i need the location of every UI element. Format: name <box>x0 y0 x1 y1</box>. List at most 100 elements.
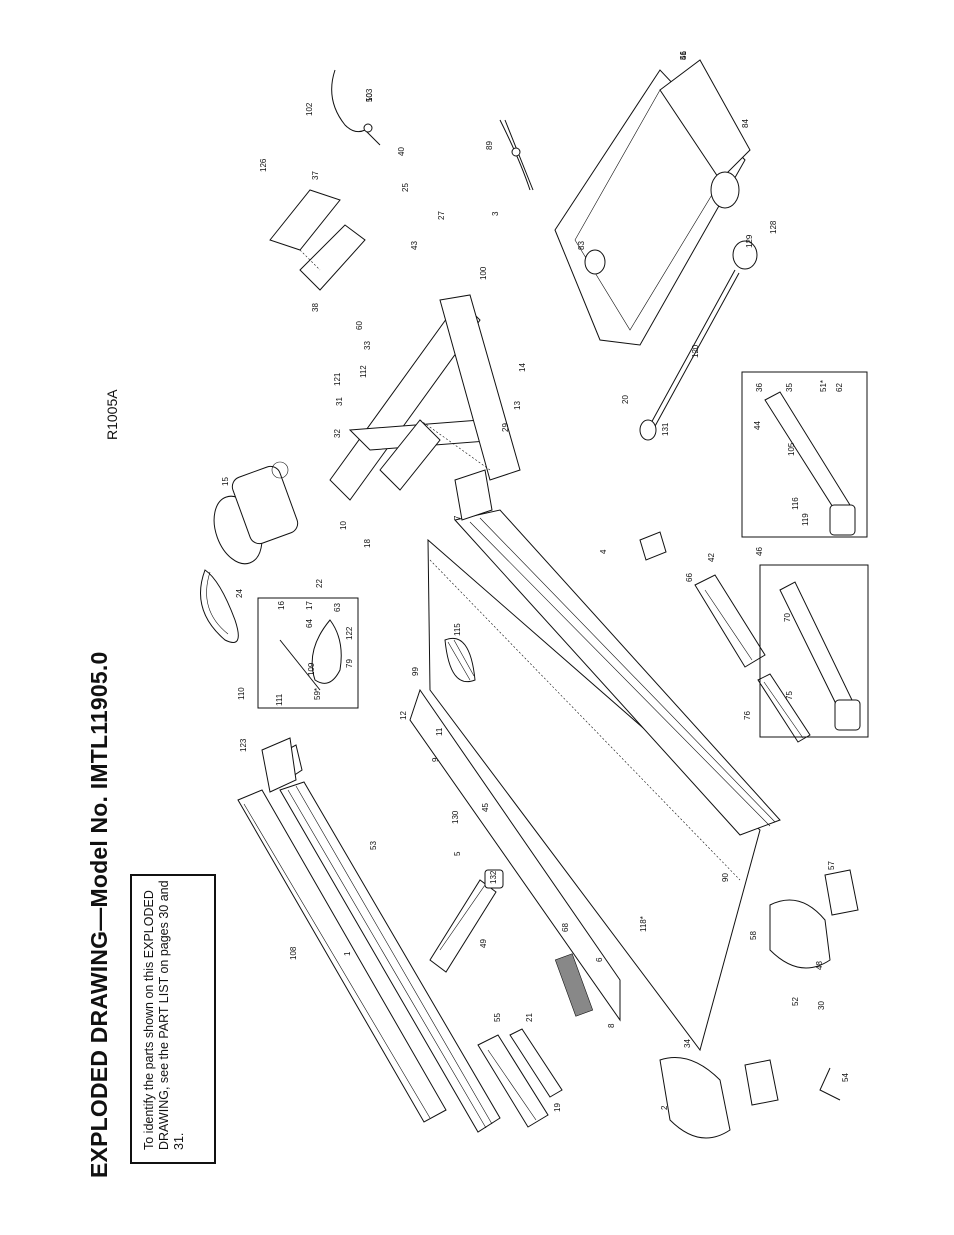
note-box <box>130 874 216 1164</box>
part-callout: 42 <box>707 553 716 562</box>
wire-harness <box>499 119 534 191</box>
part-callout: 13 <box>513 401 522 410</box>
part-callout: 126 <box>259 158 268 172</box>
part-callout: 108 <box>289 946 298 960</box>
part-callout: 129 <box>745 234 754 248</box>
part-callout: 5 <box>453 851 462 856</box>
part-callout: 49 <box>479 939 488 948</box>
part-callout: 8 <box>607 1023 616 1028</box>
part-callout: 68 <box>561 923 570 932</box>
front-roller <box>444 638 476 682</box>
part-callout: 76 <box>743 711 752 720</box>
part-callout: 20 <box>621 395 630 404</box>
part-callout: 21 <box>525 1013 534 1022</box>
part-callout: 24 <box>235 589 244 598</box>
part-callout: 55 <box>493 1013 502 1022</box>
part-callout: 15 <box>221 477 230 486</box>
part-callout: 121 <box>333 372 342 386</box>
part-callout: 75 <box>785 691 794 700</box>
part-callout: 1 <box>343 951 352 956</box>
part-callout: 120 <box>691 344 700 358</box>
part-callout: 51* <box>819 380 828 392</box>
part-callout: 36 <box>755 383 764 392</box>
inset-box-2 <box>741 371 868 538</box>
part-callout: 54 <box>841 1073 850 1082</box>
part-callout: 115 <box>453 623 462 636</box>
part-callout: 27 <box>437 211 446 220</box>
allen-wrench <box>819 1067 841 1101</box>
part-callout: 34 <box>683 1039 692 1048</box>
part-callout: 33 <box>363 341 372 350</box>
part-callout: 105 <box>787 442 796 456</box>
drive-belt <box>200 569 239 643</box>
power-cord <box>331 69 381 146</box>
part-callout: 109 <box>307 662 316 676</box>
part-callout: 118* <box>639 916 648 932</box>
part-callout: 48 <box>815 961 824 970</box>
part-callout: 3 <box>491 211 500 216</box>
part-callout: 60 <box>355 321 364 330</box>
part-callout: 122 <box>345 626 354 640</box>
part-callout: 14 <box>518 363 527 372</box>
part-callout: 59* <box>313 688 322 700</box>
part-callout: 66 <box>685 573 694 582</box>
part-callout: 103 <box>365 88 374 102</box>
part-callout: 10 <box>339 521 348 530</box>
frame <box>329 294 521 501</box>
part-callout: 12 <box>399 711 408 720</box>
part-callout: 46 <box>755 547 764 556</box>
part-callout: 50 <box>365 93 374 102</box>
part-callout: 116 <box>791 497 800 510</box>
part-callout: 43 <box>410 241 419 250</box>
part-callout: 7 <box>453 515 462 520</box>
part-callout: 4 <box>599 549 608 554</box>
part-callout: 37 <box>311 171 320 180</box>
part-callout: 22 <box>315 579 324 588</box>
rear-end-caps <box>659 869 859 1139</box>
inset-box-3 <box>759 564 869 738</box>
part-callout: 32 <box>333 429 342 438</box>
part-callout: 99 <box>411 667 420 676</box>
part-callout: 90 <box>721 873 730 882</box>
part-callout: 2 <box>660 1105 669 1110</box>
part-callout: 89 <box>485 141 494 150</box>
part-callout: 84 <box>741 119 750 128</box>
part-callout: 19 <box>553 1103 562 1112</box>
part-callout: 112 <box>359 365 368 378</box>
part-callout: 111 <box>275 693 284 706</box>
part-callout: 31 <box>335 397 344 406</box>
upright-covers <box>261 469 667 793</box>
part-callout: 110 <box>237 687 246 700</box>
part-callout: 58 <box>749 931 758 940</box>
part-callout: 53 <box>369 841 378 850</box>
part-callout: 25 <box>401 183 410 192</box>
part-callout: 130 <box>451 810 460 824</box>
part-callout: 131 <box>661 422 670 436</box>
part-callout: 18 <box>363 539 372 548</box>
part-callout: 128 <box>769 220 778 234</box>
incline-axle <box>639 240 758 441</box>
controller <box>269 189 366 291</box>
part-callout: 41 <box>679 51 688 60</box>
part-callout: 63 <box>333 603 342 612</box>
part-callout: 119 <box>801 513 810 526</box>
left-foot-rail <box>477 1028 563 1128</box>
base-frame <box>554 59 751 346</box>
part-callout: 132 <box>489 870 498 884</box>
part-callout: 57 <box>827 861 836 870</box>
motor <box>213 461 299 565</box>
right-foot-rail <box>694 574 811 743</box>
part-callout: 64 <box>305 619 314 628</box>
part-callout: 56 <box>679 51 688 60</box>
part-callout: 16 <box>277 601 286 610</box>
part-callout: 70 <box>783 613 792 622</box>
part-callout: 52 <box>791 997 800 1006</box>
part-callout: 62 <box>835 383 844 392</box>
part-callout: 29 <box>501 423 510 432</box>
part-callout: 79 <box>345 659 354 668</box>
part-callout: 35 <box>785 383 794 392</box>
deck <box>409 509 781 1052</box>
